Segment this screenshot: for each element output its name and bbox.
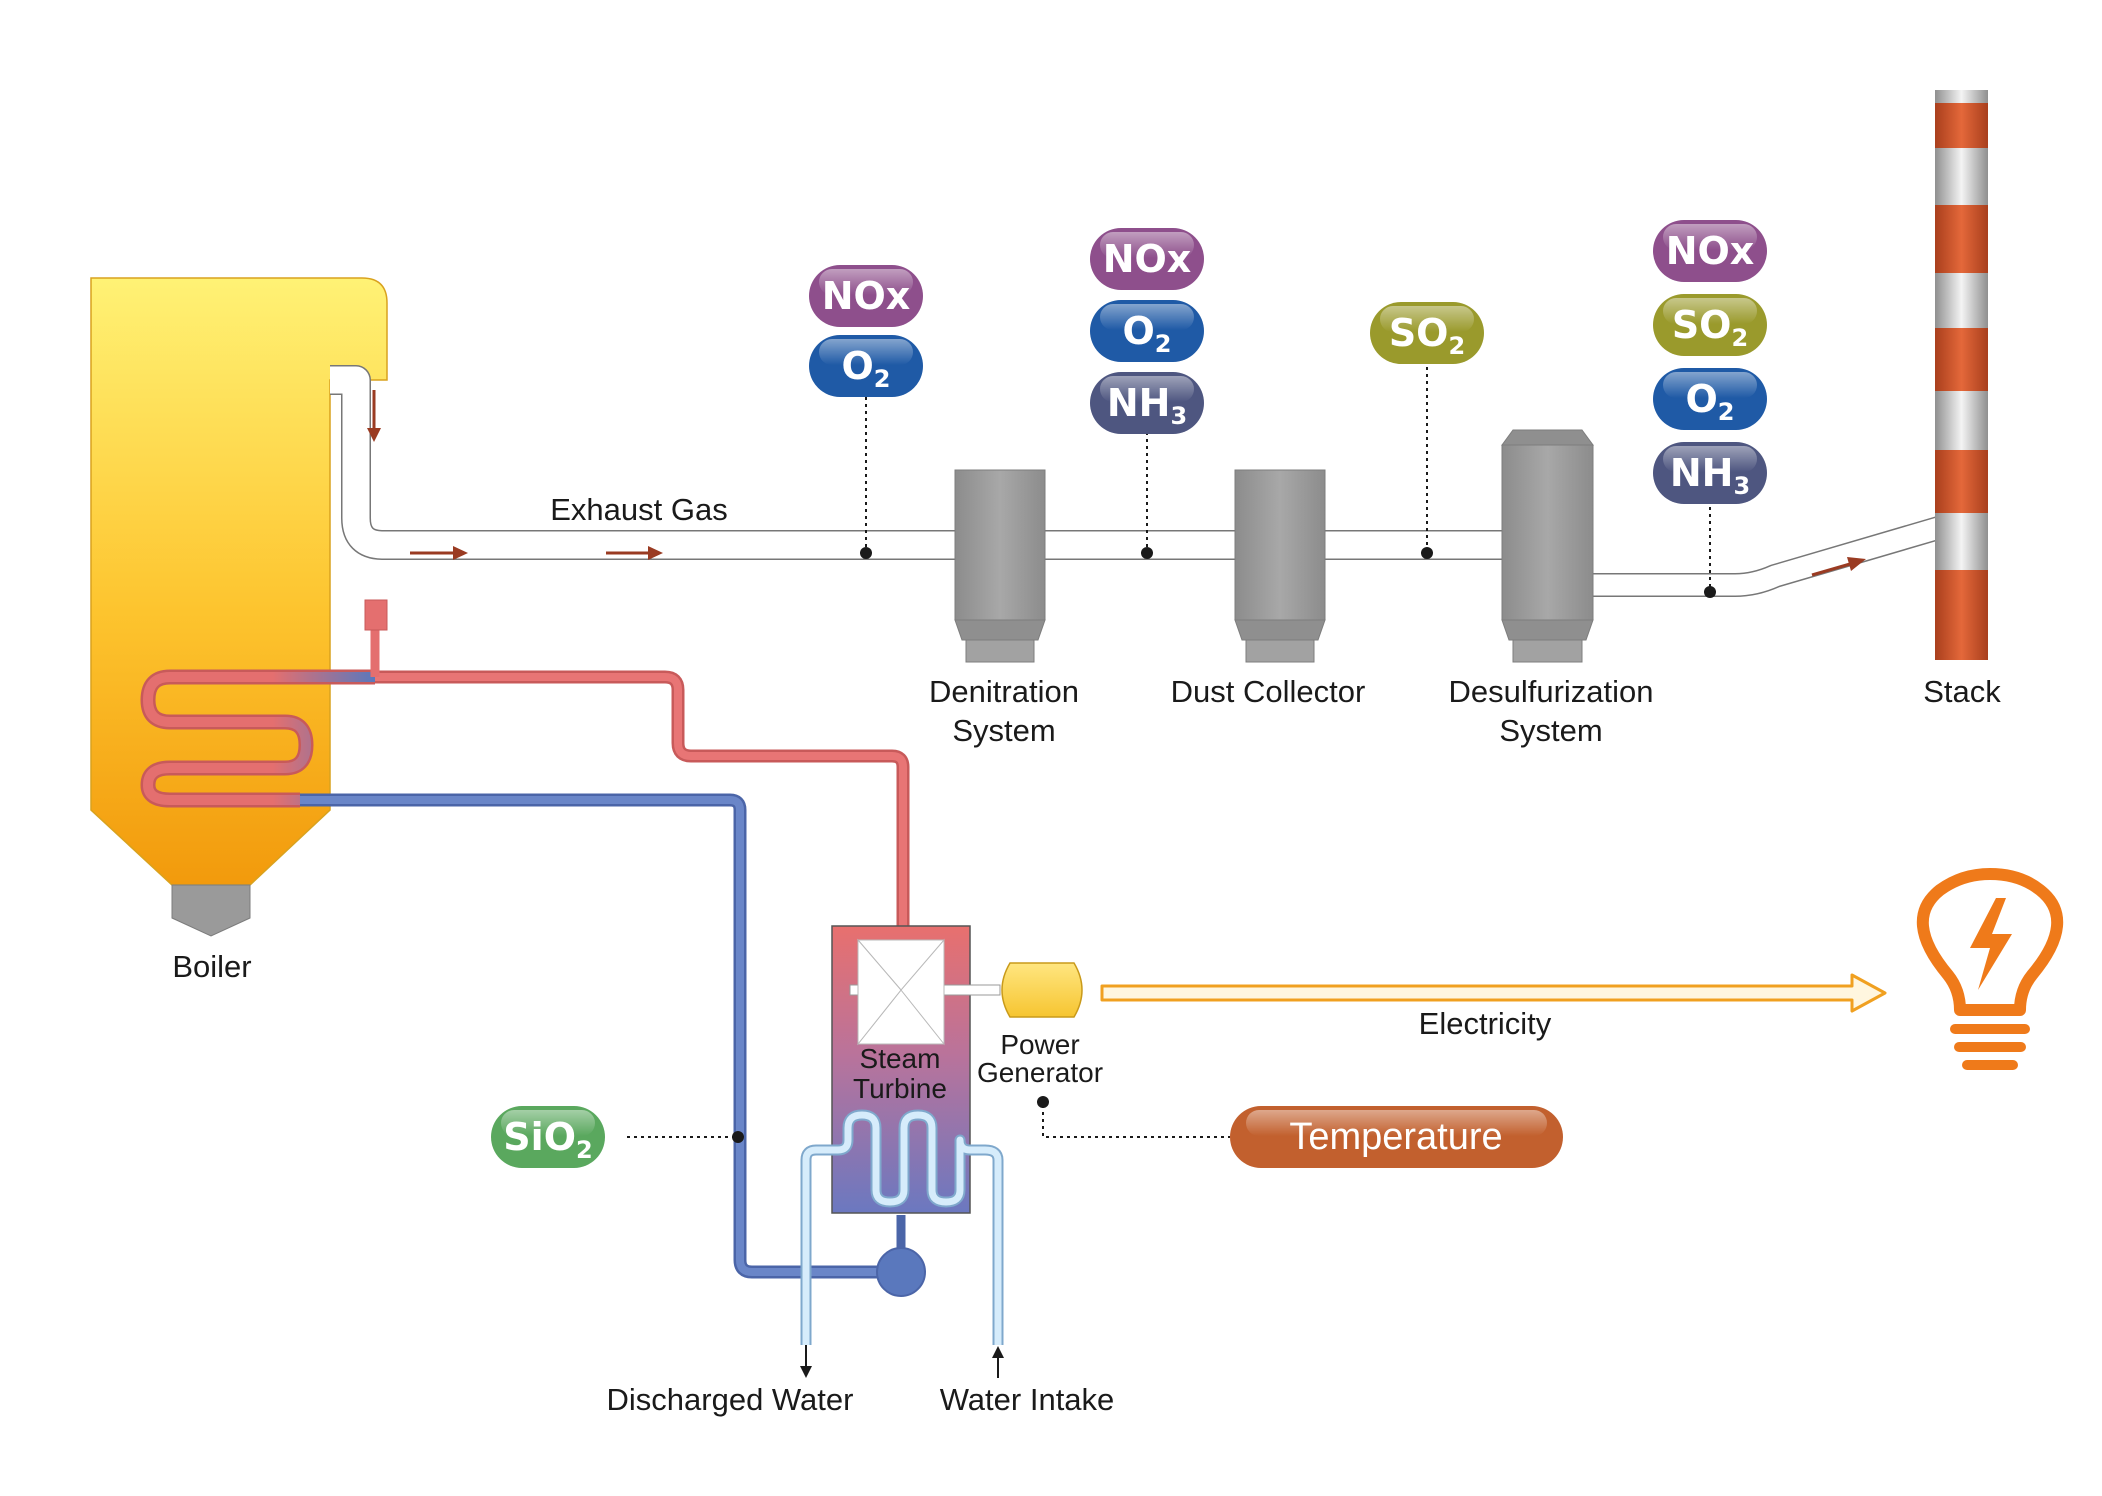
sensor-pill-nox: NOx (809, 265, 923, 327)
lightbulb-icon (1916, 868, 2064, 1070)
lightning-bolt-icon (1970, 898, 2012, 990)
stack (1935, 90, 1988, 660)
sensor-pill-label: O2 (1685, 377, 1734, 426)
power-generator-label-line2: Generator (977, 1057, 1103, 1088)
sensor-pill-o2: O2 (1090, 300, 1204, 362)
flow-arrow-icon (410, 546, 468, 560)
sensor-pill-nh3: NH3 (1653, 442, 1767, 504)
sensor-pill-nox: NOx (1653, 220, 1767, 282)
sensor-pill-nh3: NH3 (1090, 372, 1204, 434)
temperature-pill: Temperature (1230, 1106, 1563, 1168)
flow-arrow-icon (606, 546, 663, 560)
sensor-pill-label: NOx (1103, 237, 1192, 281)
sensor-pill-label: NH3 (1670, 451, 1750, 500)
flow-arrow-icon (1811, 557, 1866, 577)
sensor-pill-label: SiO2 (503, 1115, 592, 1164)
sensor-points (732, 547, 1716, 1143)
dust-collector (1234, 469, 1326, 663)
exhaust-duct (330, 365, 1946, 597)
boiler-label: Boiler (172, 949, 251, 984)
sensor-pill-o2: O2 (1653, 368, 1767, 430)
flow-arrow-icon (367, 390, 381, 442)
sensor-pill-nox: NOx (1090, 228, 1204, 290)
desulfurization-label-line1: Desulfurization (1448, 674, 1653, 709)
sensor-pill-label: NH3 (1107, 381, 1187, 430)
steam-turbine-label-line2: Turbine (853, 1073, 947, 1104)
sensor-pill-so2: SO2 (1370, 302, 1484, 364)
sensor-leaders (627, 360, 1711, 1138)
steam-water-loop (140, 599, 926, 1297)
sensor-pill-label: SO2 (1389, 311, 1465, 360)
power-generator-label-line1: Power (1000, 1029, 1079, 1060)
sensor-pill-sio2: SiO2 (491, 1106, 605, 1168)
sensor-pill-so2: SO2 (1653, 294, 1767, 356)
steam-turbine-label-line1: Steam (860, 1043, 941, 1074)
boiler (90, 277, 388, 937)
electricity-arrow (1100, 973, 1887, 1013)
steam-turbine (800, 925, 1004, 1378)
temperature-label: Temperature (1289, 1116, 1502, 1158)
sensor-pill-label: NOx (1666, 229, 1755, 273)
desulfurization-label-line2: System (1499, 713, 1602, 748)
power-generator (1001, 962, 1083, 1018)
sensor-pill-label: O2 (1122, 309, 1171, 358)
water-intake-label: Water Intake (940, 1382, 1115, 1417)
stack-label: Stack (1923, 674, 2001, 709)
desulfurization-system (1501, 429, 1594, 663)
denitration-system (954, 469, 1046, 663)
denitration-label-line2: System (952, 713, 1055, 748)
sensor-pill-label: NOx (822, 274, 911, 318)
dust-collector-label: Dust Collector (1171, 674, 1366, 709)
electricity-label: Electricity (1419, 1006, 1552, 1041)
sensor-pill-label: SO2 (1672, 303, 1748, 352)
sensor-pill-o2: O2 (809, 335, 923, 397)
denitration-label-line1: Denitration (929, 674, 1079, 709)
sensor-pill-label: O2 (841, 344, 890, 393)
exhaust-gas-label: Exhaust Gas (550, 492, 727, 527)
discharged-water-label: Discharged Water (607, 1382, 854, 1417)
